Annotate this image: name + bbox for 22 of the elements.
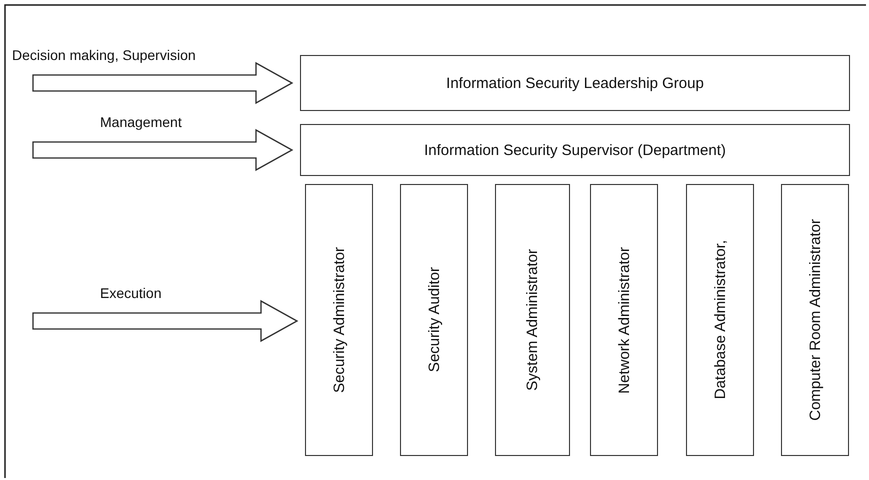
role-box [590, 184, 658, 456]
box-text: Information Security Supervisor (Department) [424, 142, 726, 158]
box-text: Computer Room Administrator [806, 219, 824, 421]
box-text: Network Administrator [616, 246, 632, 394]
box-text: Security Administrator [330, 247, 348, 393]
block-arrow [32, 300, 298, 342]
box-text: Database Administrator, [712, 240, 728, 400]
edge-label: Management [100, 114, 182, 130]
role-box [400, 184, 468, 456]
role-box [305, 184, 373, 456]
role-box [781, 184, 849, 456]
level-box [300, 124, 850, 176]
edge-label: Decision making, Supervision [12, 47, 196, 63]
block-arrow [32, 62, 294, 104]
box-text: Security Auditor [426, 267, 442, 373]
box-text: System Administrator [524, 249, 541, 391]
edge-label: Execution [100, 285, 162, 301]
level-box [300, 55, 850, 111]
role-box [495, 184, 570, 456]
box-text: Information Security Leadership Group [446, 74, 704, 92]
block-arrow [32, 128, 294, 172]
role-box [686, 184, 754, 456]
